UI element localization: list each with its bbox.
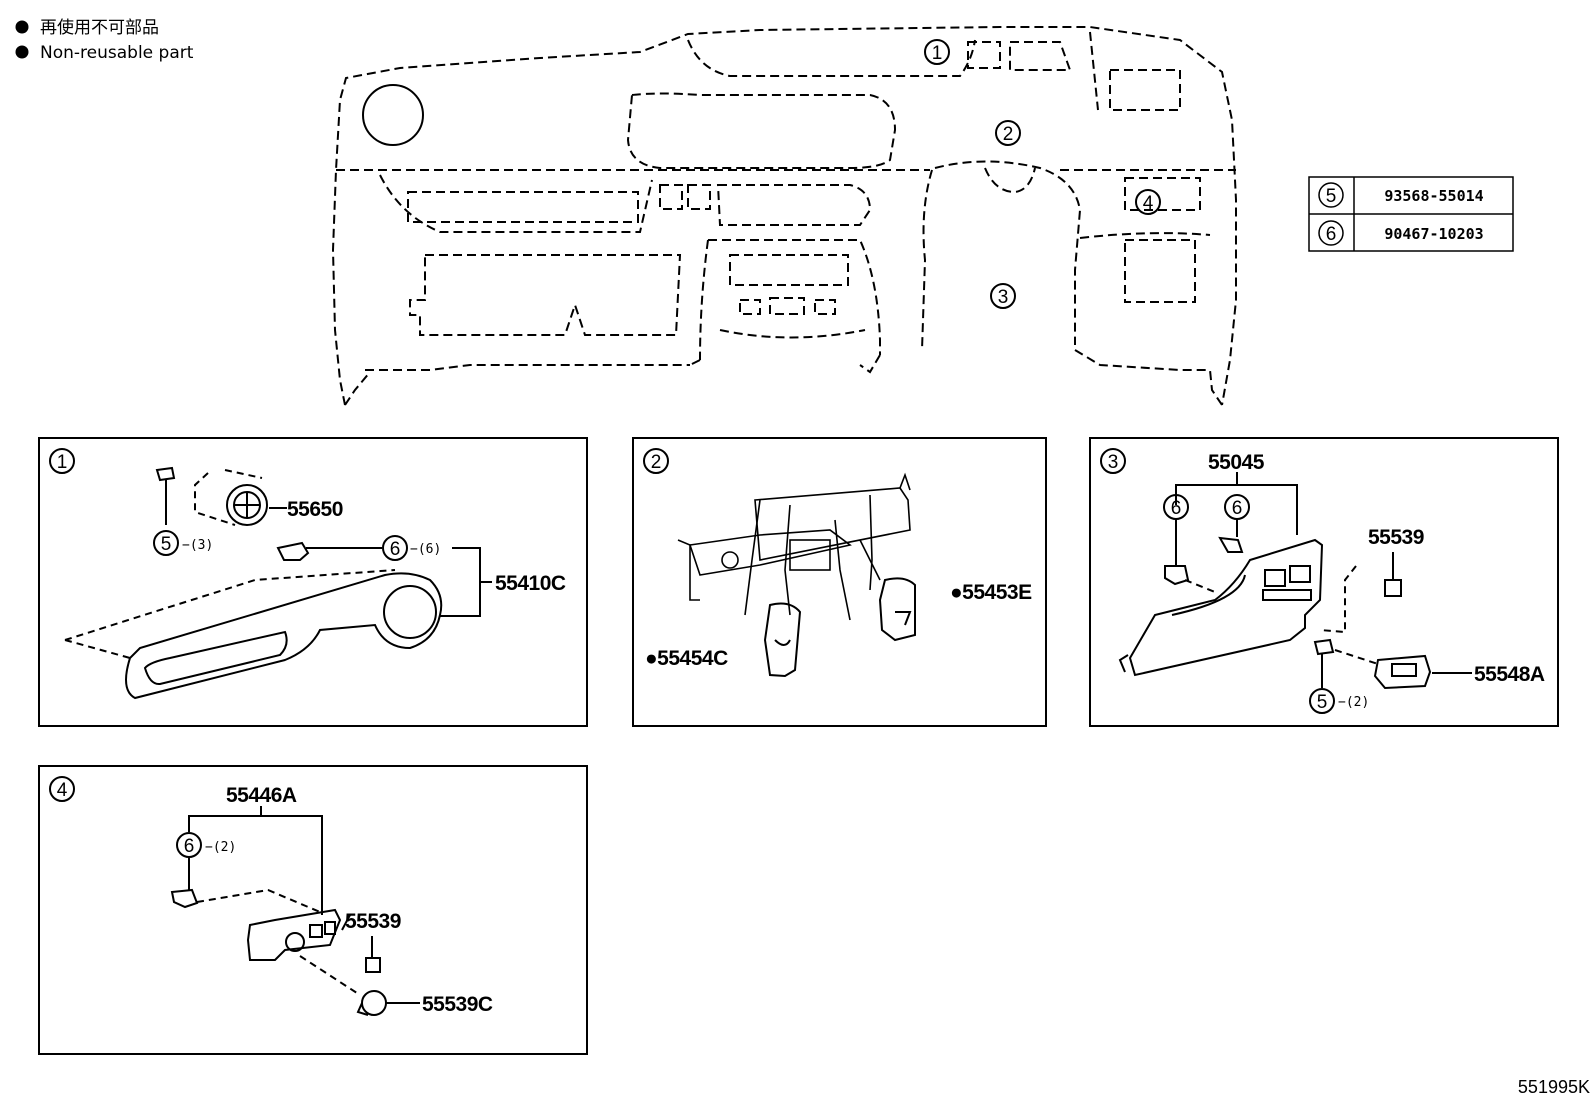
screw-icon xyxy=(1313,638,1335,656)
panel-4-number: 4 xyxy=(57,780,68,801)
overview-callout-3: 3 xyxy=(998,287,1009,308)
bracket-55454C-icon xyxy=(763,602,802,678)
panel-3: 3 55045 6 6 55539 5 −(2) xyxy=(1089,437,1559,727)
legend-japanese: 再使用不可部品 xyxy=(40,17,159,38)
table-part-6: 90467-10203 xyxy=(1384,225,1483,243)
panel-3-ref-6b: 6 xyxy=(1232,498,1243,519)
overview-callout-1: 1 xyxy=(932,43,943,64)
overview-callout-4: 4 xyxy=(1143,193,1154,214)
overview-callout-2: 2 xyxy=(1003,124,1014,145)
panel-1-label-55410C: 55410C xyxy=(495,572,566,595)
panel-1: 1 5 −(3) 55650 6 −(6) 55410C xyxy=(38,437,588,727)
bracket-55453E-icon xyxy=(878,577,916,642)
panel-4-ref-6: 6 xyxy=(184,836,195,857)
panel-2-label-55454C: ●55454C xyxy=(645,647,728,670)
socket-55548A-icon xyxy=(1373,654,1432,690)
clip-icon xyxy=(170,888,199,909)
panel-4-label-55539C: 55539C xyxy=(422,993,493,1016)
non-reusable-bullet-icon xyxy=(15,45,29,59)
panel-3-ref-5: 5 xyxy=(1317,692,1328,713)
knob-55539C-icon xyxy=(361,990,387,1016)
illustration-code: 551995K xyxy=(1518,1077,1590,1097)
panel-1-ref-6: 6 xyxy=(390,539,401,560)
panel-2-number: 2 xyxy=(651,452,662,473)
panel-1-qty-5: −(3) xyxy=(182,538,213,553)
switch-icon xyxy=(1384,579,1402,597)
clip-icon xyxy=(1218,536,1244,553)
panel-3-qty-5: −(2) xyxy=(1338,695,1369,710)
table-ref-5: 5 xyxy=(1326,186,1337,207)
panel-3-label-55548A: 55548A xyxy=(1474,663,1545,686)
cluster-hood-icon xyxy=(64,569,443,700)
table-part-5: 93568-55014 xyxy=(1384,187,1483,205)
panel-3-ref-6a: 6 xyxy=(1171,498,1182,519)
round-vent-icon xyxy=(194,469,268,526)
switch-garnish-icon xyxy=(246,908,342,961)
fastener-table: 5 93568-55014 6 90467-10203 xyxy=(1308,176,1514,252)
clip-icon xyxy=(1164,565,1190,586)
panel-2-label-55453E: ●55453E xyxy=(950,581,1032,604)
panel-2: 2 ●55453E ●55454C xyxy=(632,437,1047,727)
clip-icon xyxy=(276,541,310,561)
panel-3-label-55539: 55539 xyxy=(1368,526,1424,549)
overview-callouts: 1 2 3 4 xyxy=(924,39,1161,309)
panel-3-label-55045: 55045 xyxy=(1208,451,1265,474)
dash-reinforcement-icon xyxy=(677,472,911,621)
dashboard-overview xyxy=(331,26,1237,406)
switch-icon xyxy=(365,957,381,973)
lower-panel-icon xyxy=(1118,538,1324,677)
non-reusable-bullet-icon xyxy=(15,20,29,34)
panel-1-ref-5: 5 xyxy=(161,534,172,555)
panel-4-label-55446A: 55446A xyxy=(226,784,297,807)
panel-4: 4 55446A 6 −(2) 55539 55539C xyxy=(38,765,588,1055)
panel-1-qty-6: −(6) xyxy=(410,542,441,557)
panel-4-qty-6: −(2) xyxy=(205,840,236,855)
panel-1-label-55650: 55650 xyxy=(287,498,343,521)
panel-1-number: 1 xyxy=(57,452,68,473)
screw-icon xyxy=(155,466,176,525)
panel-4-label-55539: 55539 xyxy=(345,910,401,933)
panel-3-number: 3 xyxy=(1108,452,1119,473)
legend: 再使用不可部品 Non-reusable part xyxy=(15,17,194,63)
legend-english: Non-reusable part xyxy=(40,43,194,63)
table-ref-6: 6 xyxy=(1326,224,1337,245)
